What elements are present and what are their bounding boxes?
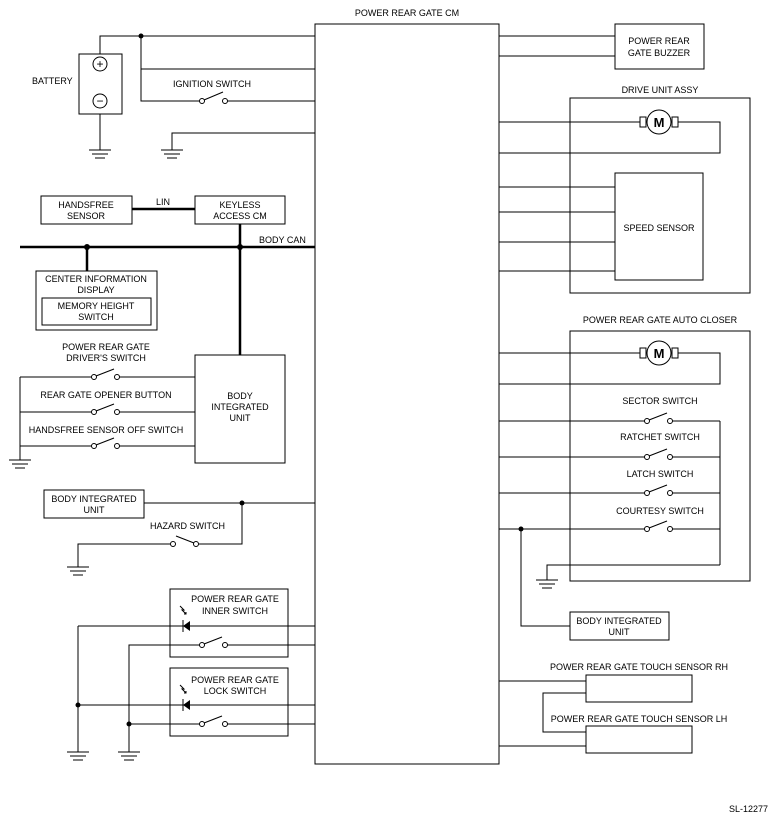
battery-minus-symbol: − xyxy=(96,94,103,108)
body-integrated-unit-2-label-1: BODY INTEGRATED xyxy=(51,494,137,504)
drive-unit-assy-label: DRIVE UNIT ASSY xyxy=(622,85,699,95)
sector-switch-label: SECTOR SWITCH xyxy=(622,396,697,406)
speed-sensor-label: SPEED SENSOR xyxy=(623,223,695,233)
body-integrated-unit-label-2: INTEGRATED xyxy=(211,402,269,412)
handsfree-sensor-off-switch-label: HANDSFREE SENSOR OFF SWITCH xyxy=(29,425,184,435)
handsfree-sensor-label-1: HANDSFREE xyxy=(58,200,114,210)
courtesy-switch: COURTESY SWITCH xyxy=(499,506,720,532)
hazard-switch: HAZARD SWITCH xyxy=(77,503,243,567)
power-rear-gate-cm-label: POWER REAR GATE CM xyxy=(355,8,459,18)
drive-unit-motor-label: M xyxy=(654,115,665,130)
ignition-switch-label: IGNITION SWITCH xyxy=(173,79,251,89)
lock-switch-label-1: POWER REAR GATE xyxy=(191,675,279,685)
handsfree-sensor-off-switch: HANDSFREE SENSOR OFF SWITCH xyxy=(20,425,195,449)
memory-height-switch-label-2: SWITCH xyxy=(78,312,114,322)
body-integrated-unit-3-label-1: BODY INTEGRATED xyxy=(576,616,662,626)
keyless-access-cm-label-1: KEYLESS xyxy=(219,200,260,210)
auto-closer-motor-label: M xyxy=(654,346,665,361)
ground-symbol xyxy=(9,459,31,469)
center-information-display-label-1: CENTER INFORMATION xyxy=(45,274,147,284)
touch-sensor-rh-label: POWER REAR GATE TOUCH SENSOR RH xyxy=(550,662,728,672)
buzzer-label-1: POWER REAR xyxy=(628,36,690,46)
auto-closer-label: POWER REAR GATE AUTO CLOSER xyxy=(583,315,738,325)
power-rear-gate-buzzer-box xyxy=(614,23,705,70)
center-information-display-label-2: DISPLAY xyxy=(77,285,114,295)
inner-switch-label-1: POWER REAR GATE xyxy=(191,594,279,604)
memory-height-switch-label-1: MEMORY HEIGHT xyxy=(58,301,135,311)
touch-sensor-lh-box xyxy=(585,725,693,754)
body-integrated-unit-3-box xyxy=(569,611,670,641)
drive-unit-motor-icon: M xyxy=(639,109,679,135)
rear-gate-opener-button: REAR GATE OPENER BUTTON xyxy=(20,390,195,415)
battery-group: + − BATTERY xyxy=(32,33,315,159)
battery-box xyxy=(78,53,123,115)
ground-symbol xyxy=(161,149,183,159)
ground-symbol xyxy=(89,149,111,159)
ground-symbol xyxy=(67,751,89,761)
body-integrated-unit-label-3: UNIT xyxy=(230,413,251,423)
power-rear-gate-drivers-switch: POWER REAR GATE DRIVER'S SWITCH xyxy=(20,342,195,380)
lin-label: LIN xyxy=(156,197,170,207)
touch-sensor-rh-box xyxy=(585,674,693,703)
ground-symbol xyxy=(536,579,558,589)
drivers-switch-label-1: POWER REAR GATE xyxy=(62,342,150,352)
memory-height-switch-box xyxy=(41,297,152,326)
led-indicator-icon xyxy=(179,605,190,632)
speed-sensor-box xyxy=(614,172,704,281)
courtesy-switch-label: COURTESY SWITCH xyxy=(616,506,704,516)
keyless-access-cm-label-2: ACCESS CM xyxy=(213,211,267,221)
sector-switch: SECTOR SWITCH xyxy=(499,396,720,424)
battery-label: BATTERY xyxy=(32,76,73,86)
body-integrated-unit-2-label-2: UNIT xyxy=(84,505,105,515)
ignition-switch: IGNITION SWITCH xyxy=(173,79,315,104)
rear-gate-opener-button-label: REAR GATE OPENER BUTTON xyxy=(40,390,171,400)
battery-plus-symbol: + xyxy=(96,57,103,71)
latch-switch-label: LATCH SWITCH xyxy=(627,469,694,479)
latch-switch: LATCH SWITCH xyxy=(499,469,720,496)
body-can-label: BODY CAN xyxy=(259,235,306,245)
ratchet-switch: RATCHET SWITCH xyxy=(499,432,720,460)
body-integrated-unit-box xyxy=(194,354,286,464)
auto-closer-box xyxy=(569,330,751,582)
ground-symbol xyxy=(67,566,89,576)
auto-closer-motor-icon: M xyxy=(639,340,679,366)
ground-symbol xyxy=(118,751,140,761)
drivers-switch-label-2: DRIVER'S SWITCH xyxy=(66,353,146,363)
body-integrated-unit-2-box xyxy=(43,489,145,519)
led-indicator-icon xyxy=(179,684,190,711)
body-integrated-unit-label-1: BODY xyxy=(227,391,253,401)
hazard-switch-label: HAZARD SWITCH xyxy=(150,521,225,531)
handsfree-sensor-label-2: SENSOR xyxy=(67,211,106,221)
lock-switch-label-2: LOCK SWITCH xyxy=(204,686,267,696)
touch-sensor-lh-label: POWER REAR GATE TOUCH SENSOR LH xyxy=(551,714,728,724)
power-rear-gate-cm-box xyxy=(314,23,500,765)
buzzer-label-2: GATE BUZZER xyxy=(628,48,691,58)
figure-id: SL-12277 xyxy=(729,804,768,814)
inner-switch-label-2: INNER SWITCH xyxy=(202,606,268,616)
ratchet-switch-label: RATCHET SWITCH xyxy=(620,432,700,442)
body-integrated-unit-3-label-2: UNIT xyxy=(609,627,630,637)
